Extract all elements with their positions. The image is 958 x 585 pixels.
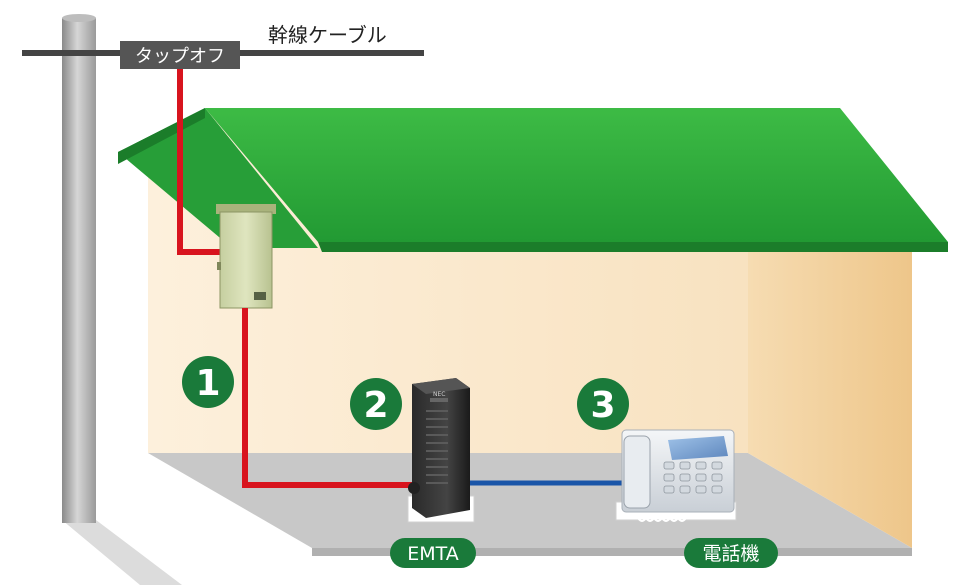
emta-brand-text: NEC: [433, 391, 445, 398]
emta-label: EMTA: [407, 543, 459, 565]
step-2-badge: [350, 378, 402, 430]
phone-label: 電話機: [702, 543, 759, 565]
emta-label-pill: [390, 538, 476, 568]
phone-screen: [668, 436, 728, 460]
trunk-cable-label: 幹線ケーブル: [268, 23, 387, 47]
tap-off-label: タップオフ: [135, 46, 225, 67]
step-1-number: 1: [195, 363, 220, 404]
emta-device: [407, 378, 475, 523]
phone-label-pill: [684, 538, 778, 568]
step-1-badge: [182, 356, 234, 408]
protector-box-lid: [216, 204, 276, 214]
telephone-device: [615, 429, 737, 522]
step-2-number: 2: [363, 385, 388, 426]
roof-left-edge: [118, 108, 205, 164]
side-wall: [748, 248, 912, 548]
pole-top: [62, 14, 96, 22]
protector-box-plate: [254, 292, 266, 300]
pole-shadow: [62, 520, 182, 585]
protector-box-latch: [217, 262, 221, 270]
tap-off-box: [120, 41, 240, 69]
coax-drop-cable: [177, 69, 222, 255]
coax-indoor-cable: [242, 308, 414, 488]
roof-edge: [318, 242, 948, 252]
step-3-badge: [577, 378, 629, 430]
handset-cord: [637, 516, 687, 522]
roof: [205, 108, 948, 242]
utility-pole: [62, 18, 96, 523]
step-3-number: 3: [590, 385, 615, 426]
